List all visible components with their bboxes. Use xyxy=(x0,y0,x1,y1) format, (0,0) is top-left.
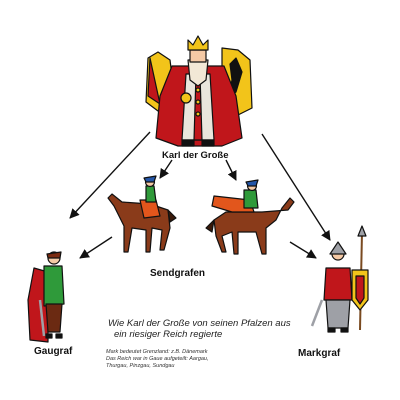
gaugraf-figure xyxy=(27,251,65,343)
crown-icon xyxy=(187,35,209,51)
arrow-emperor-to-envoy-left xyxy=(159,159,173,179)
emperor-figure xyxy=(145,35,253,147)
label-gaugraf: Gaugraf xyxy=(34,346,73,357)
note-line-2: Das Reich war in Gaue aufgeteilt: Aargau… xyxy=(106,356,209,362)
note-line-1: Mark bedeutet Grenzland: z.B. Dänemark xyxy=(106,349,208,355)
envoy-left xyxy=(107,175,177,253)
sword-icon xyxy=(38,299,46,337)
sword-icon xyxy=(310,299,324,327)
arrow-emperor-to-envoy-right xyxy=(225,159,237,181)
caption-line-2: ein riesiger Reich regierte xyxy=(114,329,223,340)
envoy-right xyxy=(205,179,295,255)
caption-line-1: Wie Karl der Große von seinen Pfalzen au… xyxy=(108,318,291,329)
arrow-envoy-to-gaugraf xyxy=(79,236,113,259)
label-markgraf: Markgraf xyxy=(298,348,341,359)
arrow-emperor-to-markgraf xyxy=(261,133,331,241)
arrow-envoy-to-markgraf xyxy=(289,241,317,259)
markgraf-figure xyxy=(310,225,369,333)
arrows xyxy=(69,131,331,259)
diagram-caption: Wie Karl der Große von seinen Pfalzen au… xyxy=(108,318,318,340)
shield-icon xyxy=(351,269,369,311)
note-line-3: Thurgau, Pinzgau, Sundgau xyxy=(106,363,175,369)
explanatory-note: Mark bedeutet Grenzland: z.B. Dänemark D… xyxy=(106,349,266,370)
arrow-emperor-to-gaugraf xyxy=(69,131,151,219)
label-envoys: Sendgrafen xyxy=(150,268,206,279)
label-emperor: Karl der Große xyxy=(162,150,229,161)
